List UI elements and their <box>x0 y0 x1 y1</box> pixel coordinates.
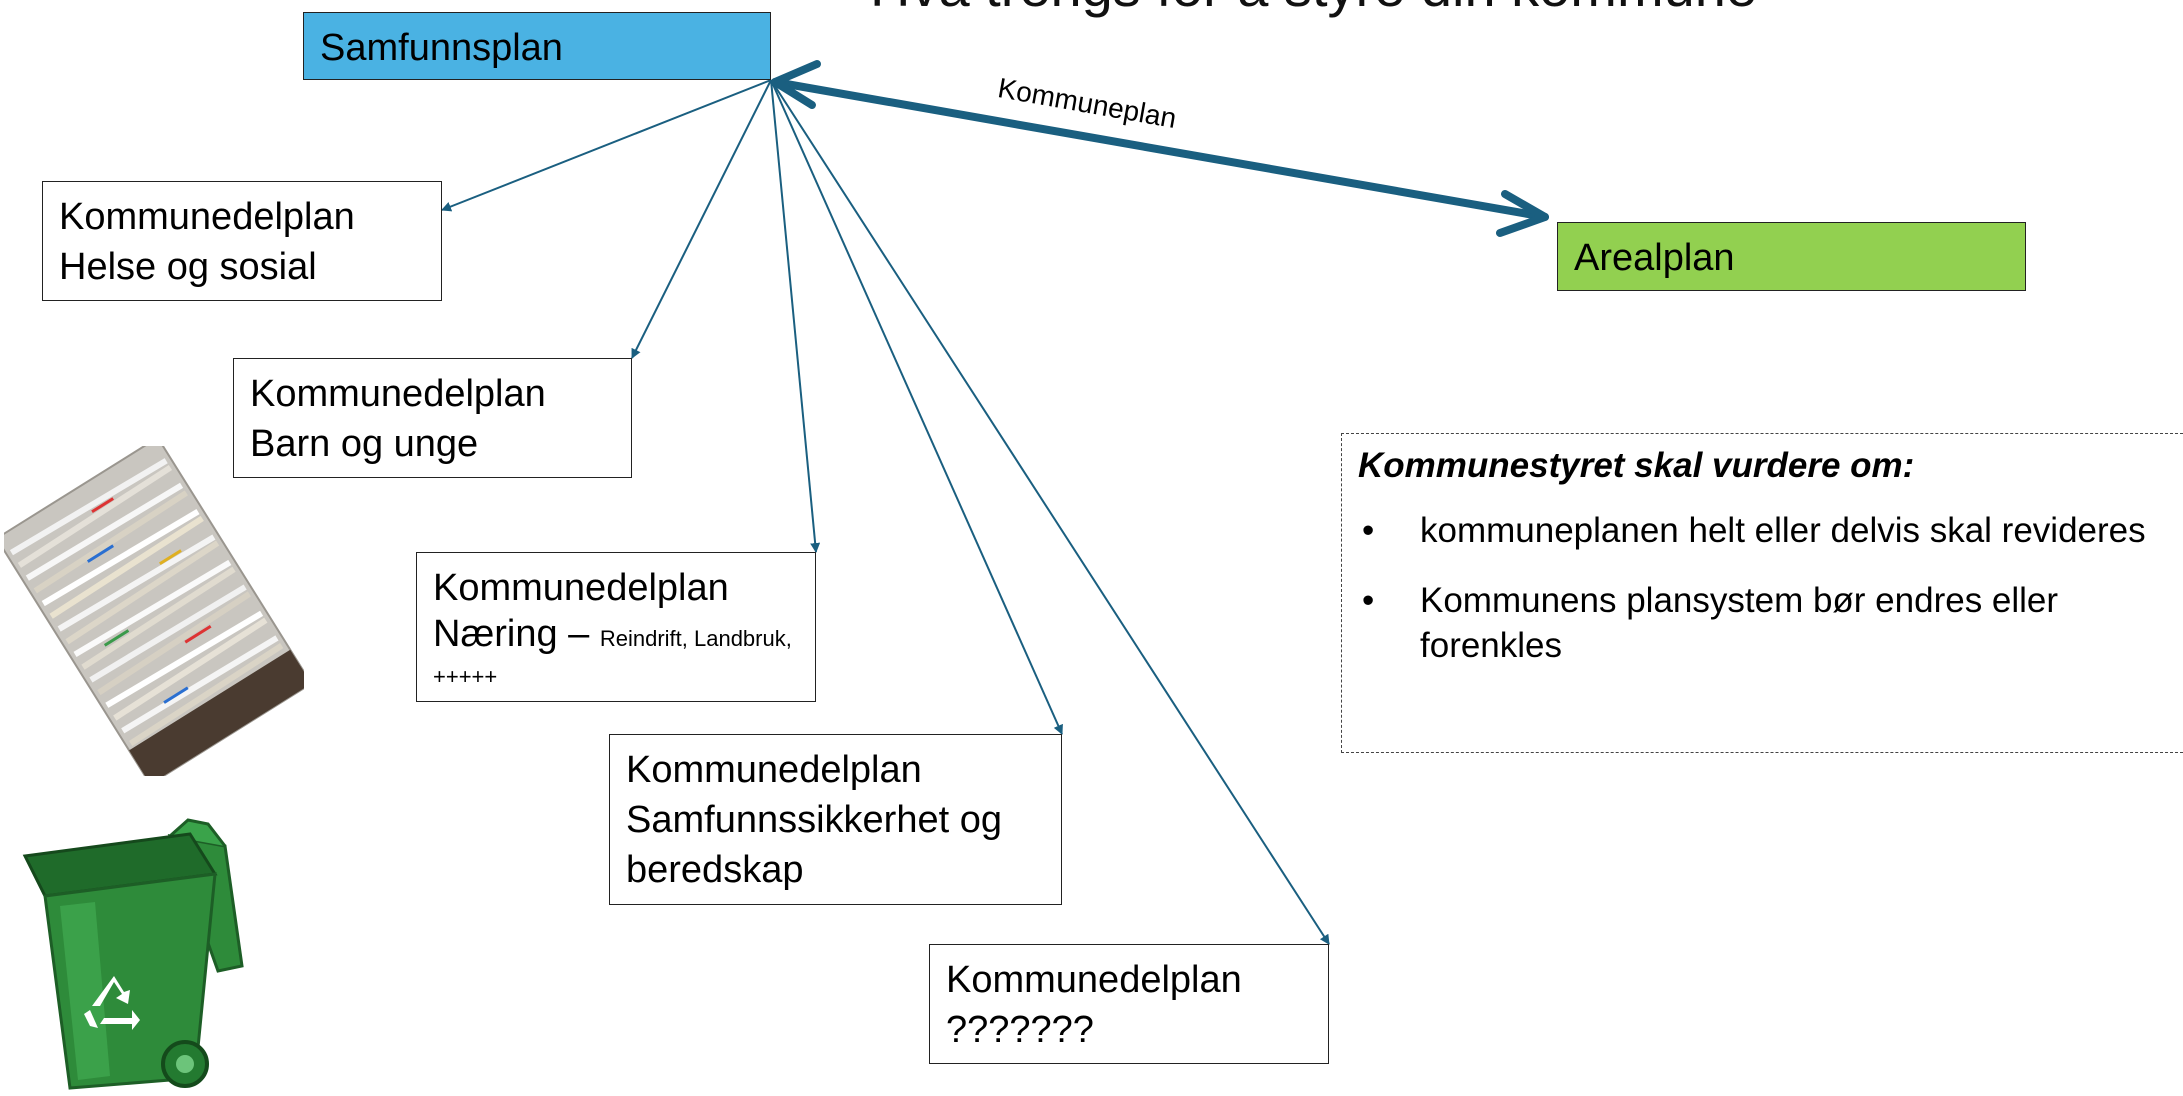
box-line2: ??????? <box>946 1009 1094 1052</box>
arealplan-label: Arealplan <box>1574 237 1735 279</box>
arrow-to-naering <box>770 79 821 553</box>
box-line1: Kommunedelplan <box>433 567 729 609</box>
arealplan-box: Arealplan <box>1557 222 2026 291</box>
kommunedelplan-ukjent-box: Kommunedelplan ??????? <box>929 944 1329 1064</box>
box-line2-main: Næring – <box>433 613 600 656</box>
callout-list: • kommuneplanen helt eller delvis skal re… <box>1358 508 2167 669</box>
box-line3: beredskap <box>626 849 804 892</box>
callout-box: Kommunestyret skal vurdere om: • kommunep… <box>1341 433 2183 753</box>
box-line1: Kommunedelplan <box>59 196 355 238</box>
list-item-text: kommuneplanen helt eller delvis skal rev… <box>1420 511 2146 550</box>
paper-stack-photo <box>4 446 304 776</box>
box-line1: Kommunedelplan <box>626 749 922 791</box>
kommunedelplan-helse-box: Kommunedelplan Helse og sosial <box>42 181 442 301</box>
list-item: • Kommunens plansystem bør endres eller f… <box>1358 578 2167 669</box>
box-line2: Helse og sosial <box>59 246 317 289</box>
arrow-to-samfunnssikkerhet <box>770 79 1063 735</box>
box-line2: Barn og unge <box>250 423 479 466</box>
kommuneplan-double-arrow <box>771 60 1549 237</box>
bullet: • <box>1362 511 1375 550</box>
kommunedelplan-naering-box: Kommunedelplan Næring – Reindrift, Landb… <box>416 552 816 702</box>
slide-title: Hva trengs for å styre din kommune <box>870 0 1757 18</box>
kommunedelplan-samfunnssikkerhet-box: Kommunedelplan Samfunnssikkerhet og bere… <box>609 734 1062 905</box>
box-line2: Samfunnssikkerhet og <box>626 799 1002 842</box>
box-line1: Kommunedelplan <box>946 959 1242 1001</box>
recycling-bin-icon <box>22 818 244 1090</box>
list-item-text: Kommunens plansystem bør endres eller fo… <box>1420 580 2059 666</box>
arrow-to-ukjent <box>770 79 1330 945</box>
bullet: • <box>1362 580 1375 620</box>
samfunnsplan-box: Samfunnsplan <box>303 12 771 80</box>
box-line1: Kommunedelplan <box>250 373 546 415</box>
kommunedelplan-barn-box: Kommunedelplan Barn og unge <box>233 358 632 478</box>
arrow-to-helse <box>441 79 772 212</box>
box-line2-small: Reindrift, Landbruk, +++++ <box>433 626 792 690</box>
callout-heading: Kommunestyret skal vurdere om: <box>1358 446 1915 485</box>
list-item: • kommuneplanen helt eller delvis skal re… <box>1358 508 2167 554</box>
samfunnsplan-label: Samfunnsplan <box>320 27 563 69</box>
arrow-to-barn <box>631 79 772 359</box>
